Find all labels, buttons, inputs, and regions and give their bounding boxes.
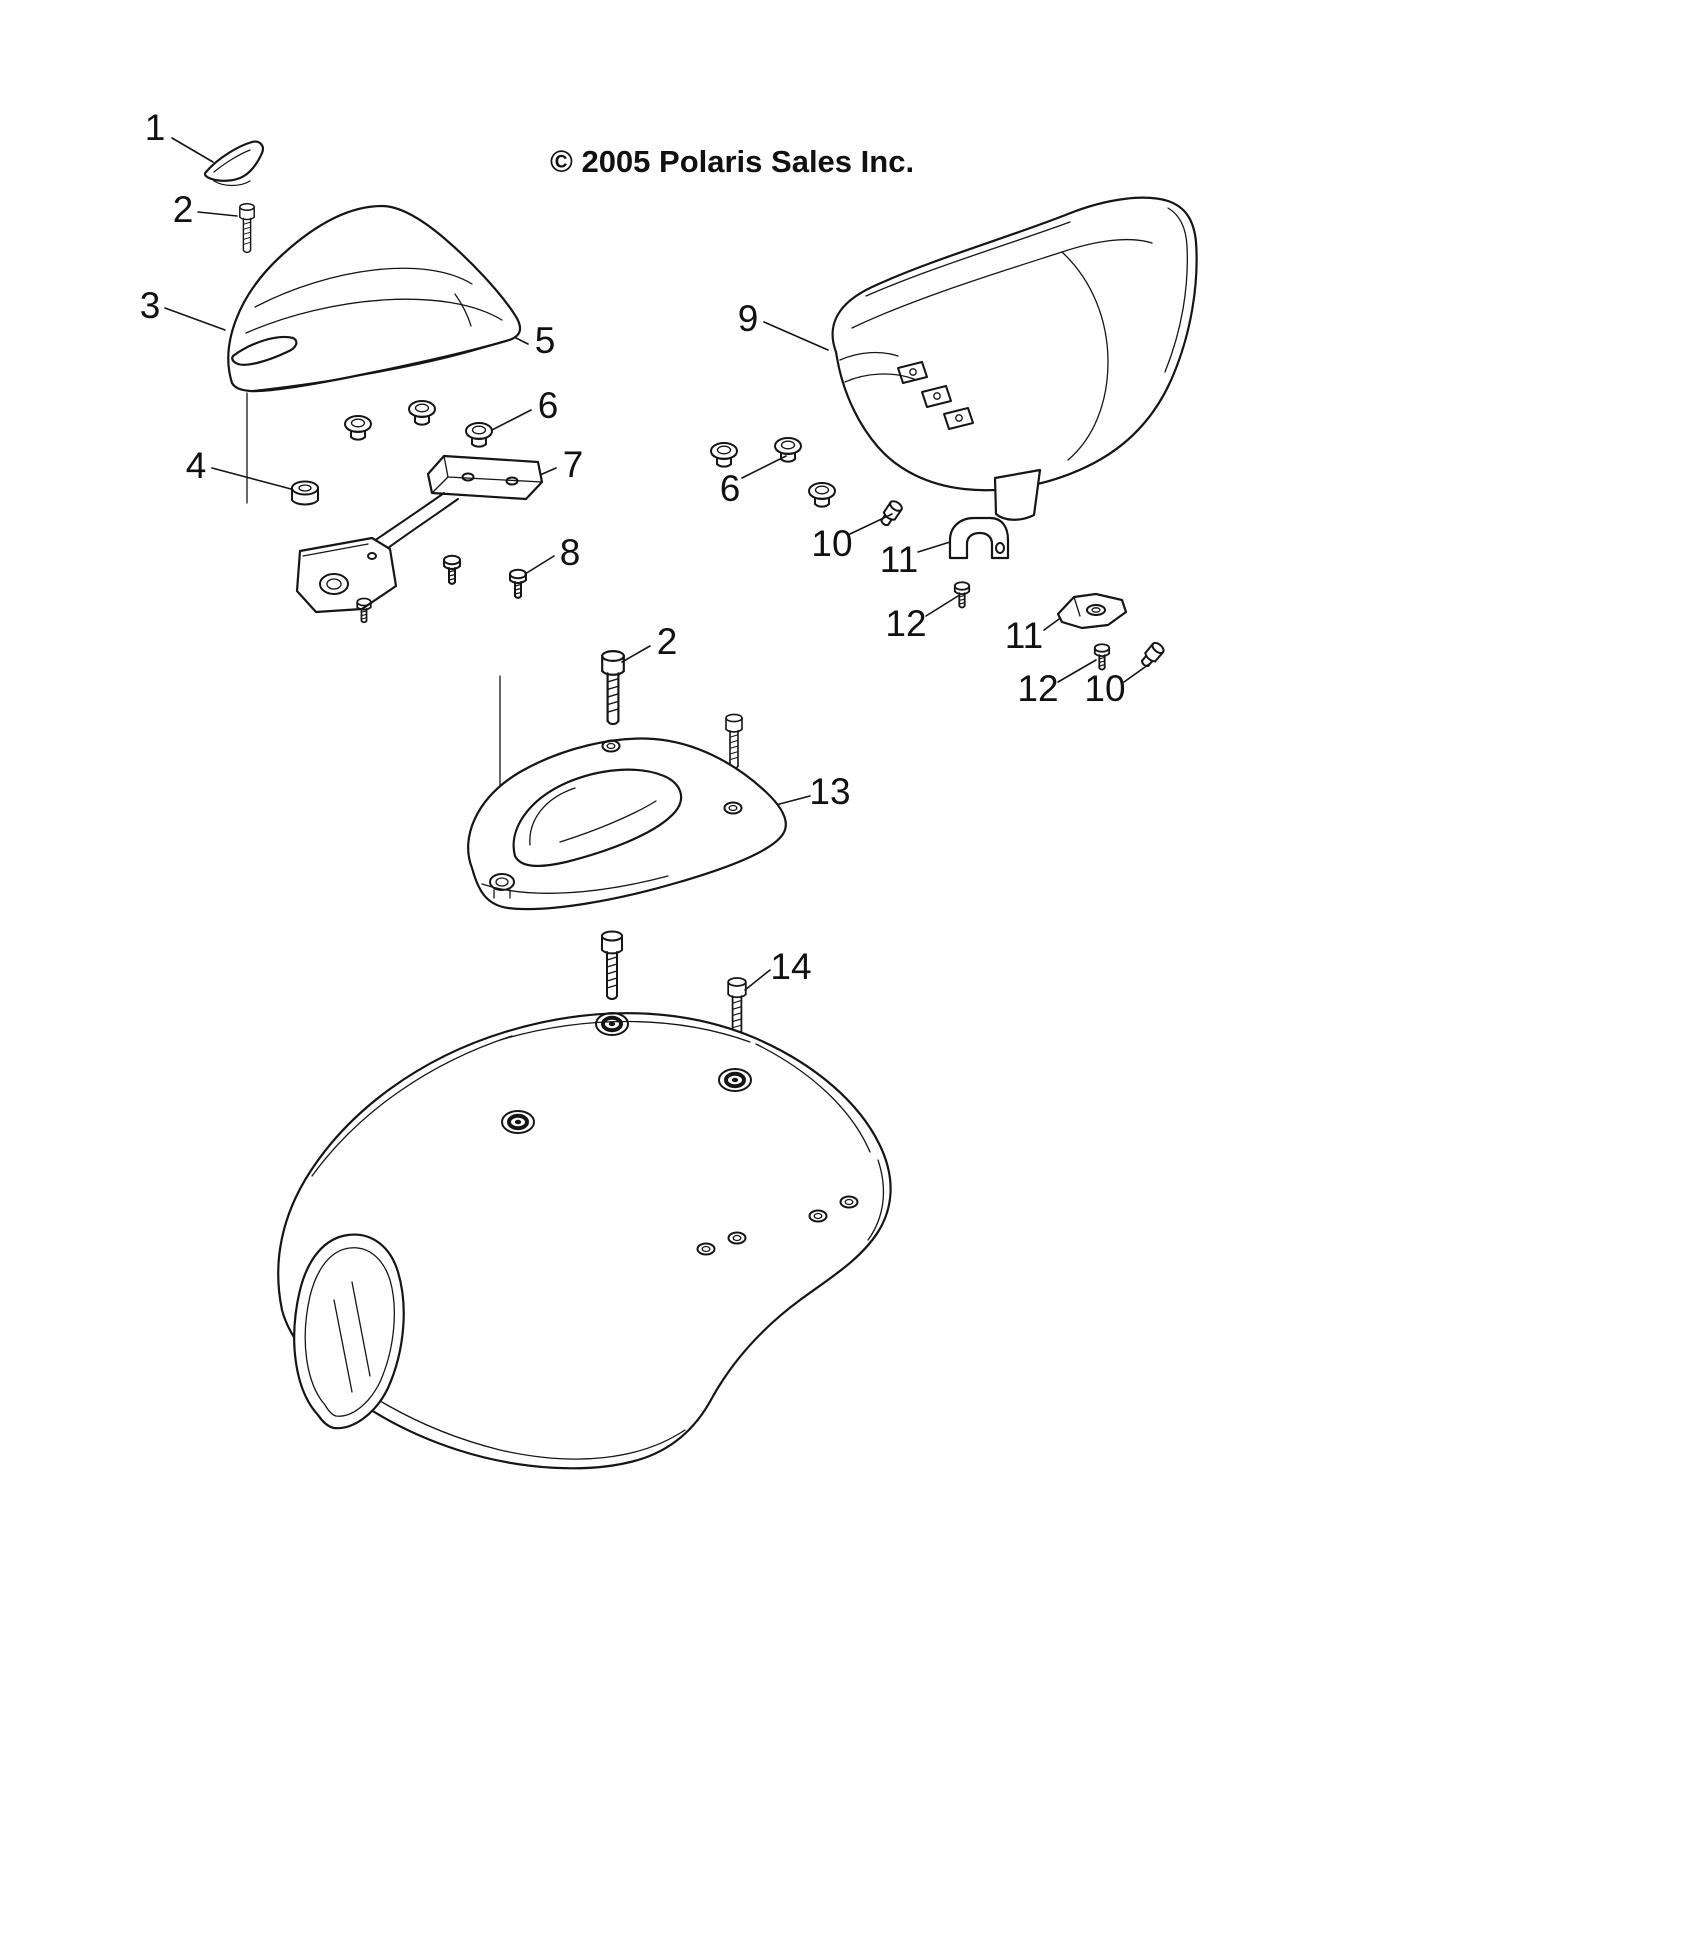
part-2-screw-middle: [601, 650, 625, 726]
callout-14: 14: [770, 946, 811, 987]
rear-fender: [277, 1011, 892, 1470]
part-13-seat-cowl: [467, 737, 787, 911]
callout-12-b: 12: [1017, 668, 1058, 709]
part-11-clamp-a: [948, 516, 1010, 560]
part-10-bolt-a: [877, 498, 905, 529]
part-7-bracket: [295, 454, 544, 614]
callout-10-b: 10: [1084, 668, 1125, 709]
part-9-driver-seat: [831, 196, 1198, 521]
screw-cowl-right: [725, 713, 743, 770]
callout-9: 9: [738, 298, 759, 339]
callout-4: 4: [186, 445, 207, 486]
part-11-clamp-b: [1056, 592, 1128, 630]
callout-6-left: 6: [538, 385, 559, 426]
callout-1: 1: [145, 107, 166, 148]
part-12-screw-a: [953, 581, 971, 609]
callout-10-a: 10: [811, 523, 852, 564]
part-6-bumpers-left: [344, 400, 493, 448]
callout-2-upper: 2: [173, 189, 194, 230]
copyright-text: © 2005 Polaris Sales Inc.: [550, 144, 914, 179]
part-10-bolt-b: [1137, 639, 1167, 670]
callout-8: 8: [560, 532, 581, 573]
callout-11-b: 11: [1005, 615, 1043, 656]
callout-2-middle: 2: [657, 621, 678, 662]
callout-11-a: 11: [880, 539, 918, 580]
part-2-screw-upper: [239, 203, 255, 254]
part-4-grommet: [291, 480, 319, 506]
callout-12-a: 12: [885, 603, 926, 644]
callout-6-right: 6: [720, 468, 741, 509]
callouts: 1 2 3 5 6 4 7 8 9 6 10 11 12 11 12 10 2 …: [140, 107, 1126, 987]
part-3-passenger-seat: [227, 204, 522, 393]
callout-3: 3: [140, 285, 161, 326]
callout-13: 13: [809, 771, 850, 812]
part-1-cap: [203, 140, 264, 187]
part-12-screw-b: [1093, 643, 1111, 671]
callout-5: 5: [535, 320, 556, 361]
callout-7: 7: [563, 444, 584, 485]
